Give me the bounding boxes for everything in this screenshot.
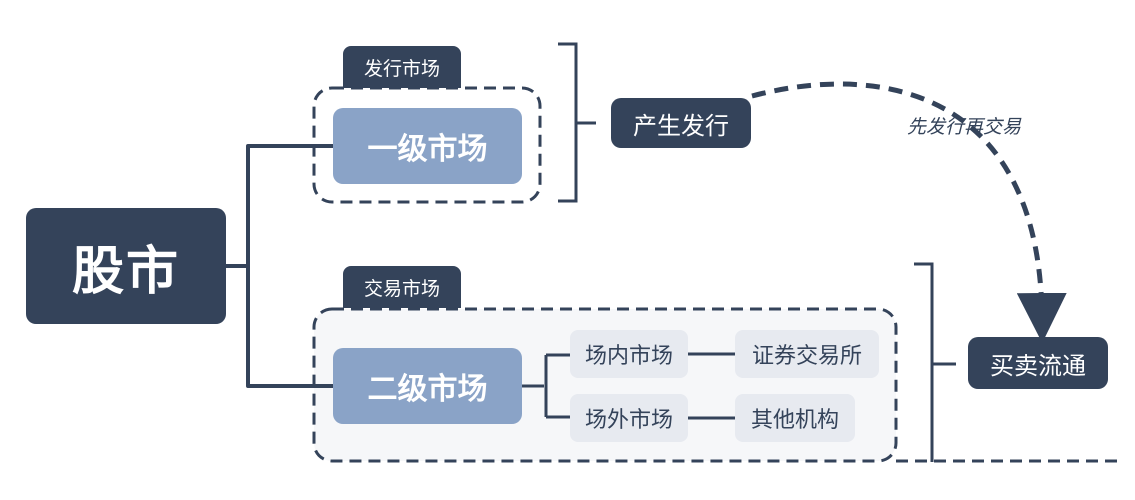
- secondary-market-node: 二级市场: [333, 348, 522, 424]
- primary-market-label: 一级市场: [367, 132, 488, 167]
- secondary-market-label: 二级市场: [367, 372, 488, 407]
- issuance-market-tag: 发行市场: [343, 46, 461, 88]
- root-node: 股市: [26, 208, 226, 324]
- root-label: 股市: [71, 241, 180, 302]
- inside-market-node: 场内市场: [570, 330, 688, 378]
- trading-action-node: 买卖流通: [968, 337, 1108, 389]
- issuance-action-label: 产生发行: [633, 111, 729, 140]
- root-connector: [224, 144, 335, 388]
- flow-arrow: [751, 81, 1067, 343]
- other-institutions-label: 其他机构: [750, 408, 839, 433]
- secondary-bracket: [914, 262, 956, 462]
- issuance-action-node: 产生发行: [611, 98, 751, 148]
- stock-exchange-label: 证券交易所: [751, 344, 862, 369]
- outside-market-label: 场外市场: [584, 408, 673, 433]
- trading-market-tag: 交易市场: [343, 266, 461, 308]
- inside-market-label: 场内市场: [584, 344, 673, 369]
- trading-market-tag-label: 交易市场: [363, 277, 440, 300]
- outside-market-node: 场外市场: [570, 394, 688, 442]
- stock-exchange-node: 证券交易所: [735, 330, 879, 378]
- primary-bracket: [558, 42, 596, 203]
- trading-action-label: 买卖流通: [990, 351, 1086, 380]
- issuance-market-tag-label: 发行市场: [363, 57, 440, 80]
- secondary-branch-connector: [522, 353, 570, 419]
- primary-market-node: 一级市场: [333, 108, 522, 184]
- other-institutions-node: 其他机构: [735, 394, 855, 442]
- flow-note-text: 先发行再交易: [906, 115, 1021, 138]
- flow-note: 先发行再交易: [884, 111, 1044, 139]
